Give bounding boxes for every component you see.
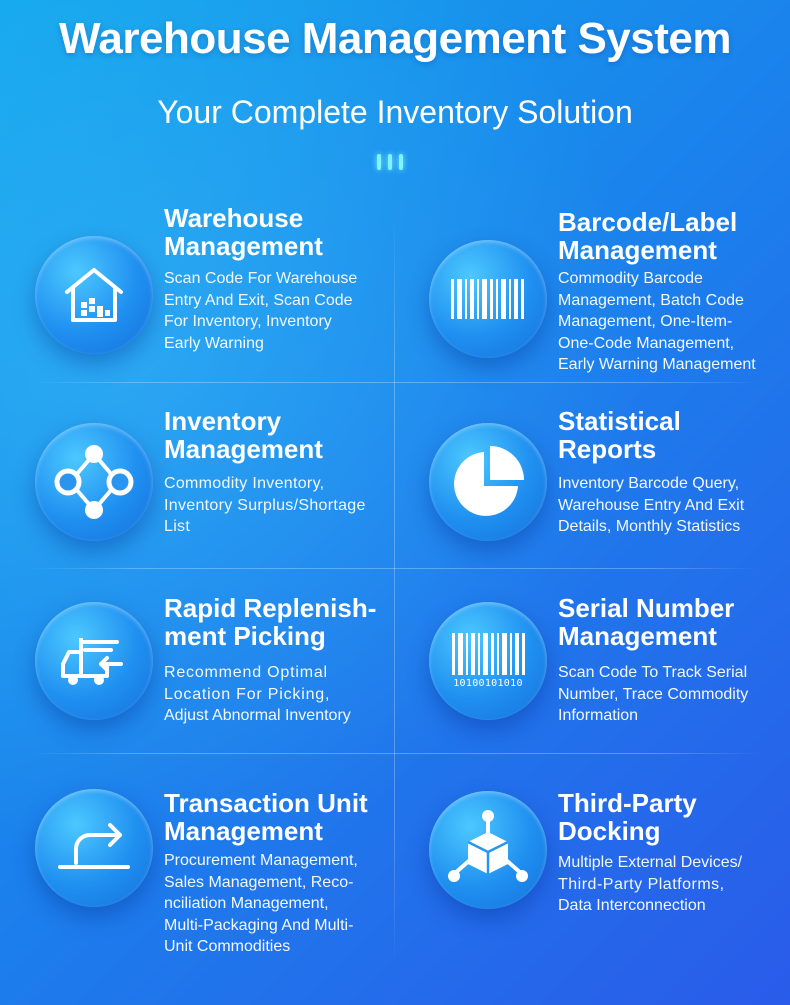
feature-third-party-docking: Third-Party Docking Multiple External De…	[429, 787, 790, 967]
feature-description: Commodity Inventory, Inventory Surplus/S…	[164, 473, 379, 538]
feature-title: Inventory Management	[164, 407, 414, 463]
feature-title-line: Management	[164, 231, 323, 261]
feature-transaction-unit-management: Transaction Unit Management Procurement …	[35, 787, 415, 967]
feature-title-line: Third-Party	[558, 788, 697, 818]
feature-desc-line: Adjust Abnormal Inventory	[164, 707, 351, 724]
dot-bar	[388, 154, 392, 170]
feature-title: Serial Number Management	[558, 594, 790, 650]
feature-desc-line: Information	[558, 707, 639, 724]
network-nodes-icon	[35, 423, 153, 541]
feature-warehouse-management: Warehouse Management Scan Code For Wareh…	[35, 200, 415, 380]
serial-barcode-graphic: 10100101010	[450, 633, 526, 689]
feature-desc-line: Procurement Management,	[164, 852, 358, 869]
horizontal-divider	[30, 382, 760, 383]
feature-description: Procurement Management, Sales Management…	[164, 850, 379, 958]
feature-title-line: Rapid Replenish-	[164, 593, 377, 623]
feature-desc-line: Details, Monthly Statistics	[558, 518, 741, 535]
feature-title: Third-Party Docking	[558, 789, 790, 845]
delivery-truck-icon	[35, 602, 153, 720]
feature-description: Commodity Barcode Management, Batch Code…	[558, 268, 783, 376]
feature-desc-line: Commodity Inventory,	[164, 475, 325, 492]
page-title: Warehouse Management System	[59, 14, 731, 63]
dot-bar	[377, 154, 381, 170]
feature-title: Transaction Unit Management	[164, 789, 414, 845]
feature-desc-line: Scan Code To Track Serial	[558, 664, 748, 681]
serial-number-text: 10100101010	[453, 678, 523, 689]
feature-title-line: Docking	[558, 816, 661, 846]
feature-inventory-management: Inventory Management Commodity Inventory…	[35, 405, 415, 585]
feature-title-line: Serial Number	[558, 593, 735, 623]
horizontal-divider	[30, 568, 760, 569]
feature-description: Recommend Optimal Location For Picking, …	[164, 662, 379, 727]
feature-title-line: Warehouse	[164, 203, 304, 233]
feature-title-line: Inventory	[164, 406, 282, 436]
feature-desc-line: Warehouse Entry And Exit	[558, 496, 745, 514]
feature-title-line: Statistical	[558, 406, 681, 436]
return-arrow-icon	[35, 789, 153, 907]
serial-barcode-icon: 10100101010	[429, 602, 547, 720]
barcode-icon	[429, 240, 547, 358]
feature-title-line: Management	[558, 235, 717, 265]
feature-barcode-label-management: Barcode/Label Management Commodity Barco…	[429, 200, 790, 380]
feature-desc-line: Early Warning Management	[558, 356, 756, 373]
dot-bar	[399, 154, 403, 170]
feature-desc-line: Recommend Optimal	[164, 664, 328, 681]
feature-title-line: Management	[164, 434, 323, 464]
feature-description: Scan Code To Track Serial Number, Trace …	[558, 662, 783, 727]
page-subtitle: Your Complete Inventory Solution	[157, 94, 633, 130]
pie-chart-icon	[429, 423, 547, 541]
feature-desc-line: Multiple External Devices/	[558, 854, 743, 871]
feature-title-line: Management	[558, 621, 717, 651]
feature-desc-line: nciliation Management,	[164, 895, 329, 912]
feature-rapid-replenishment-picking: Rapid Replenish- ment Picking Recommend …	[35, 594, 415, 774]
feature-desc-line: Data Interconnection	[558, 897, 706, 914]
feature-description: Inventory Barcode Query, Warehouse Entry…	[558, 473, 783, 538]
feature-desc-line: Early Warning	[164, 334, 264, 352]
feature-description: Scan Code For Warehouse Entry And Exit, …	[164, 268, 379, 354]
feature-title-line: Transaction Unit	[164, 788, 368, 818]
feature-description: Multiple External Devices/ Third-Party P…	[558, 852, 783, 917]
horizontal-divider	[30, 753, 760, 754]
feature-title-line: ment Picking	[164, 621, 326, 651]
feature-desc-line: Entry And Exit, Scan Code	[164, 291, 353, 309]
feature-serial-number-management: 10100101010 Serial Number Management Sca…	[429, 594, 790, 774]
feature-title-line: Barcode/Label	[558, 207, 738, 237]
feature-desc-line: Multi-Packaging And Multi-	[164, 916, 354, 934]
feature-title: Rapid Replenish- ment Picking	[164, 594, 414, 650]
cube-network-icon	[429, 791, 547, 909]
feature-desc-line: One-Code Management,	[558, 334, 735, 352]
feature-title: Barcode/Label Management	[558, 208, 790, 264]
vertical-divider	[394, 210, 395, 970]
feature-desc-line: Number, Trace Commodity	[558, 685, 749, 703]
feature-desc-line: For Inventory, Inventory	[164, 313, 332, 330]
feature-desc-line: Management, One-Item-	[558, 313, 733, 330]
feature-desc-line: Third-Party Platforms,	[558, 875, 725, 893]
feature-desc-line: Management, Batch Code	[558, 291, 744, 309]
feature-desc-line: Sales Management, Reco-	[164, 873, 354, 891]
feature-desc-line: Unit Commodities	[164, 938, 291, 955]
feature-desc-line: Inventory Surplus/Shortage	[164, 496, 366, 514]
warehouse-icon	[35, 236, 153, 354]
feature-statistical-reports: Statistical Reports Inventory Barcode Qu…	[429, 405, 790, 585]
decorative-dots	[377, 154, 403, 170]
feature-desc-line: Scan Code For Warehouse	[164, 270, 358, 287]
feature-desc-line: Inventory Barcode Query,	[558, 475, 740, 492]
feature-title: Warehouse Management	[164, 204, 414, 260]
feature-desc-line: Location For Picking,	[164, 685, 331, 703]
feature-desc-line: Commodity Barcode	[558, 270, 703, 287]
feature-title: Statistical Reports	[558, 407, 790, 463]
feature-title-line: Reports	[558, 434, 657, 464]
feature-title-line: Management	[164, 816, 323, 846]
feature-desc-line: List	[164, 518, 191, 535]
